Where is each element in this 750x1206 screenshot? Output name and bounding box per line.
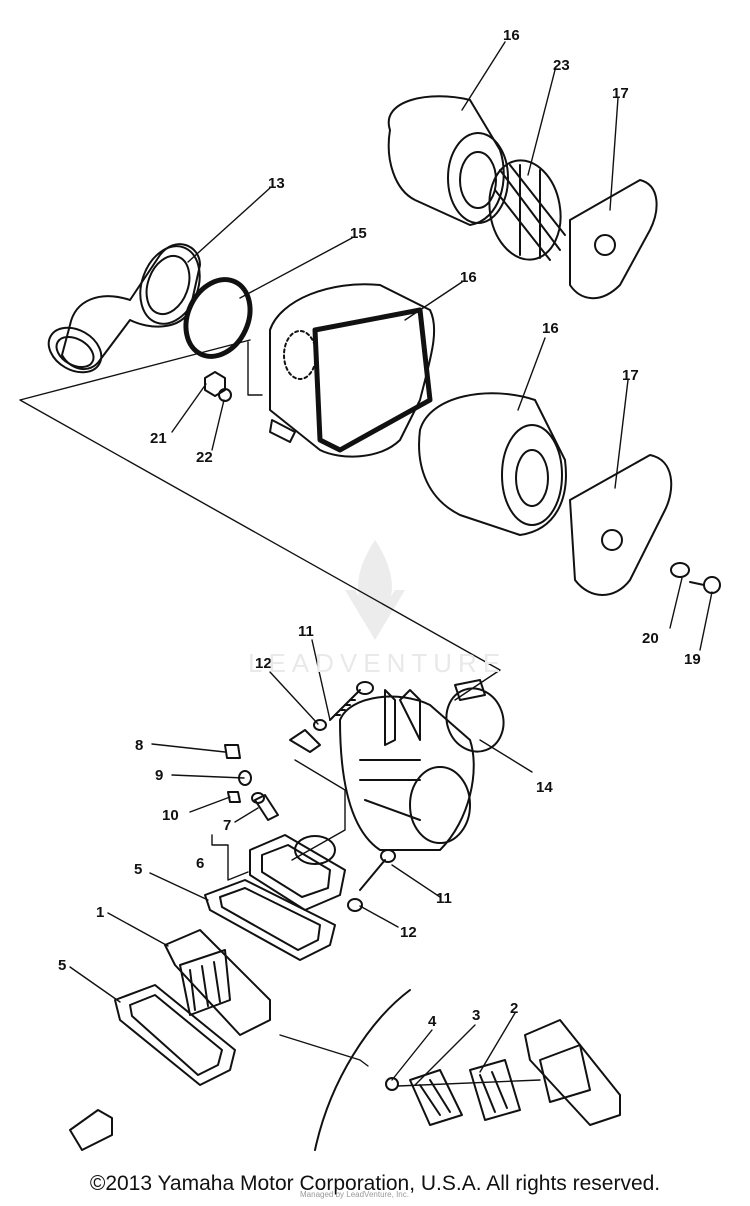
callout-19: 19 [684, 651, 701, 668]
filter-element-upper [387, 95, 509, 226]
callout-23: 23 [553, 57, 570, 74]
air-box-case [269, 283, 436, 458]
carburetor [339, 689, 475, 851]
callout-16c: 16 [542, 320, 559, 337]
callout-2: 2 [510, 1000, 518, 1017]
leader-lines [19, 41, 713, 1087]
detail-inset [314, 989, 621, 1151]
credit-text: Managed by LeadVenture, Inc. [300, 1190, 409, 1199]
o-ring [183, 277, 253, 359]
reed-valve-body [524, 1019, 621, 1126]
callout-21: 21 [150, 430, 167, 447]
callout-12a: 12 [255, 655, 272, 672]
clip [227, 791, 241, 803]
callout-10: 10 [162, 807, 179, 824]
callout-6: 6 [196, 855, 204, 872]
hose-clamp [445, 679, 505, 753]
bolt [689, 576, 721, 594]
callout-22: 22 [196, 449, 213, 466]
callout-14: 14 [536, 779, 553, 796]
callout-15: 15 [350, 225, 367, 242]
callout-4: 4 [428, 1013, 437, 1030]
gasket-lower [114, 984, 236, 1086]
callout-16b: 16 [460, 269, 477, 286]
filter-cover-upper [569, 179, 658, 300]
callout-16a: 16 [503, 27, 520, 44]
washer-lower [347, 898, 363, 912]
intake-boot [47, 243, 201, 374]
callout-17b: 17 [622, 367, 639, 384]
callout-labels: 16 23 17 13 15 16 16 17 21 22 20 19 11 1… [58, 27, 701, 1030]
small-washer [218, 388, 232, 402]
cap [224, 744, 241, 759]
callout-11a: 11 [298, 623, 314, 640]
callout-8: 8 [135, 737, 143, 754]
gasket-upper [204, 879, 336, 961]
callout-5b: 5 [58, 957, 66, 974]
filter-cover-lower [569, 454, 673, 596]
washer [670, 562, 690, 578]
reed-stopper [409, 1069, 463, 1126]
callout-12b: 12 [400, 924, 417, 941]
callout-17a: 17 [612, 85, 629, 102]
filter-cage [488, 159, 566, 261]
callout-5a: 5 [134, 861, 142, 878]
reed-valve-assembly [164, 929, 271, 1036]
callout-1: 1 [96, 904, 104, 921]
callout-7: 7 [223, 817, 231, 834]
callout-20: 20 [642, 630, 659, 647]
intake-joint [249, 834, 346, 911]
screw-upper [329, 681, 374, 721]
washer-upper [313, 719, 327, 731]
flame-logo-icon [345, 540, 405, 640]
copyright-notice: ©2013 Yamaha Motor Corporation, U.S.A. A… [89, 1172, 661, 1195]
watermark-text: LEADVENTURE [248, 648, 507, 678]
reed-petal [469, 1059, 521, 1121]
nut [204, 371, 226, 397]
callout-11b: 11 [436, 890, 452, 907]
callout-13: 13 [268, 175, 285, 192]
fitting [251, 792, 279, 821]
callout-9: 9 [155, 767, 163, 784]
callout-3: 3 [472, 1007, 480, 1024]
fuel-icon [69, 1109, 113, 1151]
screw-small [385, 1077, 399, 1091]
bracket [289, 729, 321, 753]
screw-lower [359, 849, 396, 891]
filter-element-lower [418, 392, 567, 536]
